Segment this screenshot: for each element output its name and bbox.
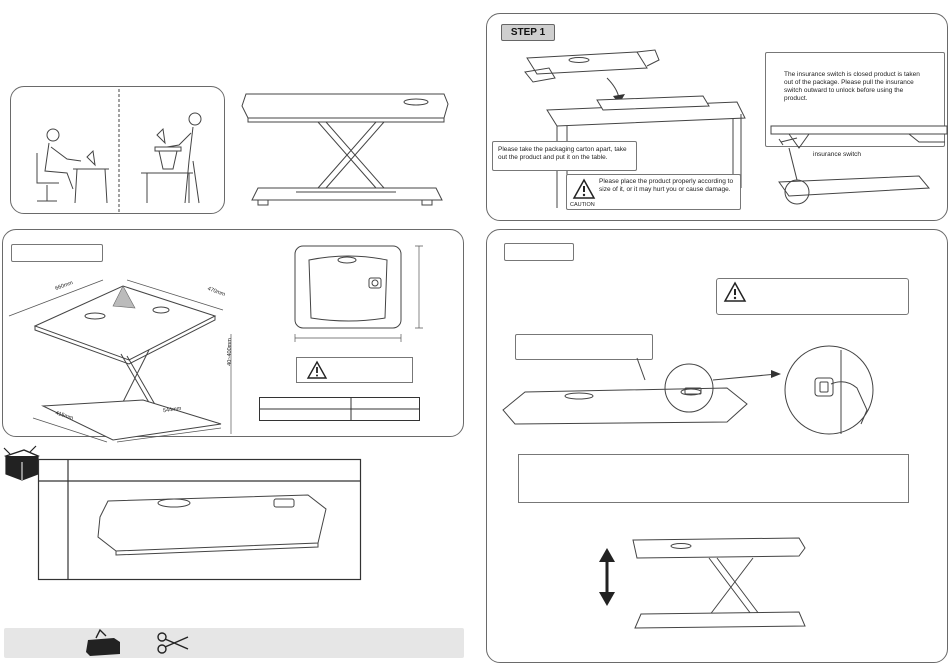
instruction-box: Please take the packaging carton apart, … <box>492 141 637 171</box>
step2-callout-box <box>515 334 653 360</box>
scissors-icon <box>157 632 189 654</box>
unlock-switch-illustration <box>502 345 874 435</box>
usage-scene-panel <box>10 86 225 214</box>
step1-label: STEP 1 <box>501 24 555 41</box>
warning-icon <box>723 281 747 302</box>
insurance-switch-detail <box>770 125 948 205</box>
step1-panel: STEP 1 Please take the packaging carton … <box>486 13 948 221</box>
warning-icon <box>572 178 596 199</box>
scene-divider <box>118 89 120 213</box>
spec-table <box>259 397 420 421</box>
caution-box: CAUTION Please place the product properl… <box>566 174 741 210</box>
tools-bar <box>4 628 464 658</box>
dim-height-range: 40~400mm <box>226 338 233 366</box>
caution-text: Please place the product properly accord… <box>599 178 734 193</box>
step2-note-box <box>518 454 909 503</box>
switch-label: insurance switch <box>813 151 862 158</box>
step2-caution-box <box>716 278 909 315</box>
dimension-drawing <box>8 279 232 443</box>
standing-person-illustration <box>141 112 202 204</box>
top-view-drawing <box>294 245 423 342</box>
step2-title-box <box>504 243 574 261</box>
desk-converter-overview <box>241 93 449 206</box>
dimensions-panel: 660mm 470mm 40~400mm 415mm 544mm <box>2 229 464 443</box>
instruction-text: Please take the packaging carton apart, … <box>498 146 627 161</box>
step2-panel <box>486 229 948 663</box>
sitting-person-illustration <box>36 128 109 204</box>
dimensions-caution-box <box>296 357 413 383</box>
height-adjust-illustration <box>599 537 806 629</box>
caution-label: CAUTION <box>570 202 595 208</box>
box-icon <box>3 445 40 481</box>
dimensions-title-box <box>11 244 103 262</box>
warning-icon <box>306 360 328 379</box>
unboxing-illustration <box>524 49 746 208</box>
parts-list-table <box>37 458 362 581</box>
switch-note-text: The insurance switch is closed product i… <box>784 71 920 102</box>
toolbox-icon <box>86 628 120 656</box>
